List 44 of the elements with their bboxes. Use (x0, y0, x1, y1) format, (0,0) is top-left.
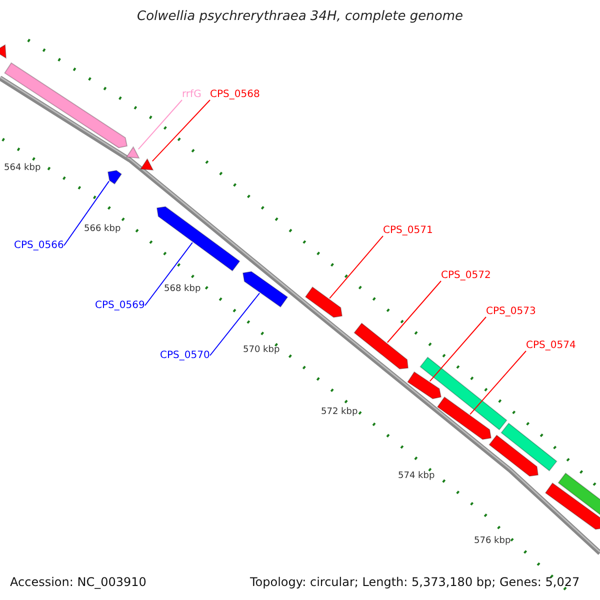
footer-text: Accession: NC_003910 (10, 576, 146, 590)
gene-bar (126, 146, 140, 159)
gene-bar (140, 158, 154, 171)
gene-bar (407, 371, 442, 400)
leader-line (470, 350, 526, 415)
position-label: 574 kbp (398, 472, 435, 482)
leader-line (329, 236, 384, 299)
gene-bar (4, 62, 128, 148)
gene-bar (420, 356, 508, 430)
gene-bar (544, 482, 600, 530)
position-label: 568 kbp (164, 285, 201, 295)
gene-label: CPS_0568 (210, 89, 260, 100)
footer-text: Topology: circular; Length: 5,373,180 bp; Genes: 5,027 (250, 576, 580, 590)
gene-label: CPS_0573 (486, 306, 536, 317)
gene-bar (436, 396, 492, 440)
leader-line (144, 242, 193, 306)
title: Colwellia psychrerythraea 34H, complete genome (136, 10, 464, 24)
gene-bar (500, 422, 558, 472)
position-label: 566 kbp (84, 225, 121, 235)
gene-bar (156, 206, 240, 272)
leader-line (386, 280, 442, 343)
gene-bar (304, 286, 343, 318)
gene-label: rrfG (182, 89, 202, 100)
position-label: 570 kbp (243, 346, 280, 356)
position-label: 572 kbp (321, 408, 358, 418)
gene-bar (488, 434, 539, 477)
gene-bar (354, 322, 409, 370)
leader-line (138, 100, 182, 150)
leader-line (429, 316, 486, 382)
leader-line (210, 292, 260, 356)
gene-label: CPS_0566 (14, 240, 64, 251)
gene-label: CPS_0570 (160, 350, 210, 361)
leader-line (152, 100, 210, 162)
position-label: 564 kbp (4, 164, 41, 174)
position-label: 576 kbp (474, 537, 511, 547)
gene-label: CPS_0572 (441, 270, 491, 281)
gene-bar (107, 170, 122, 185)
gene-bar (0, 44, 7, 59)
gene-label: CPS_0569 (95, 300, 145, 311)
gene-label: CPS_0571 (383, 225, 433, 236)
gene-bar (242, 271, 288, 308)
leader-line (64, 180, 110, 246)
gene-bar (558, 472, 600, 516)
gene-label: CPS_0574 (526, 340, 576, 351)
